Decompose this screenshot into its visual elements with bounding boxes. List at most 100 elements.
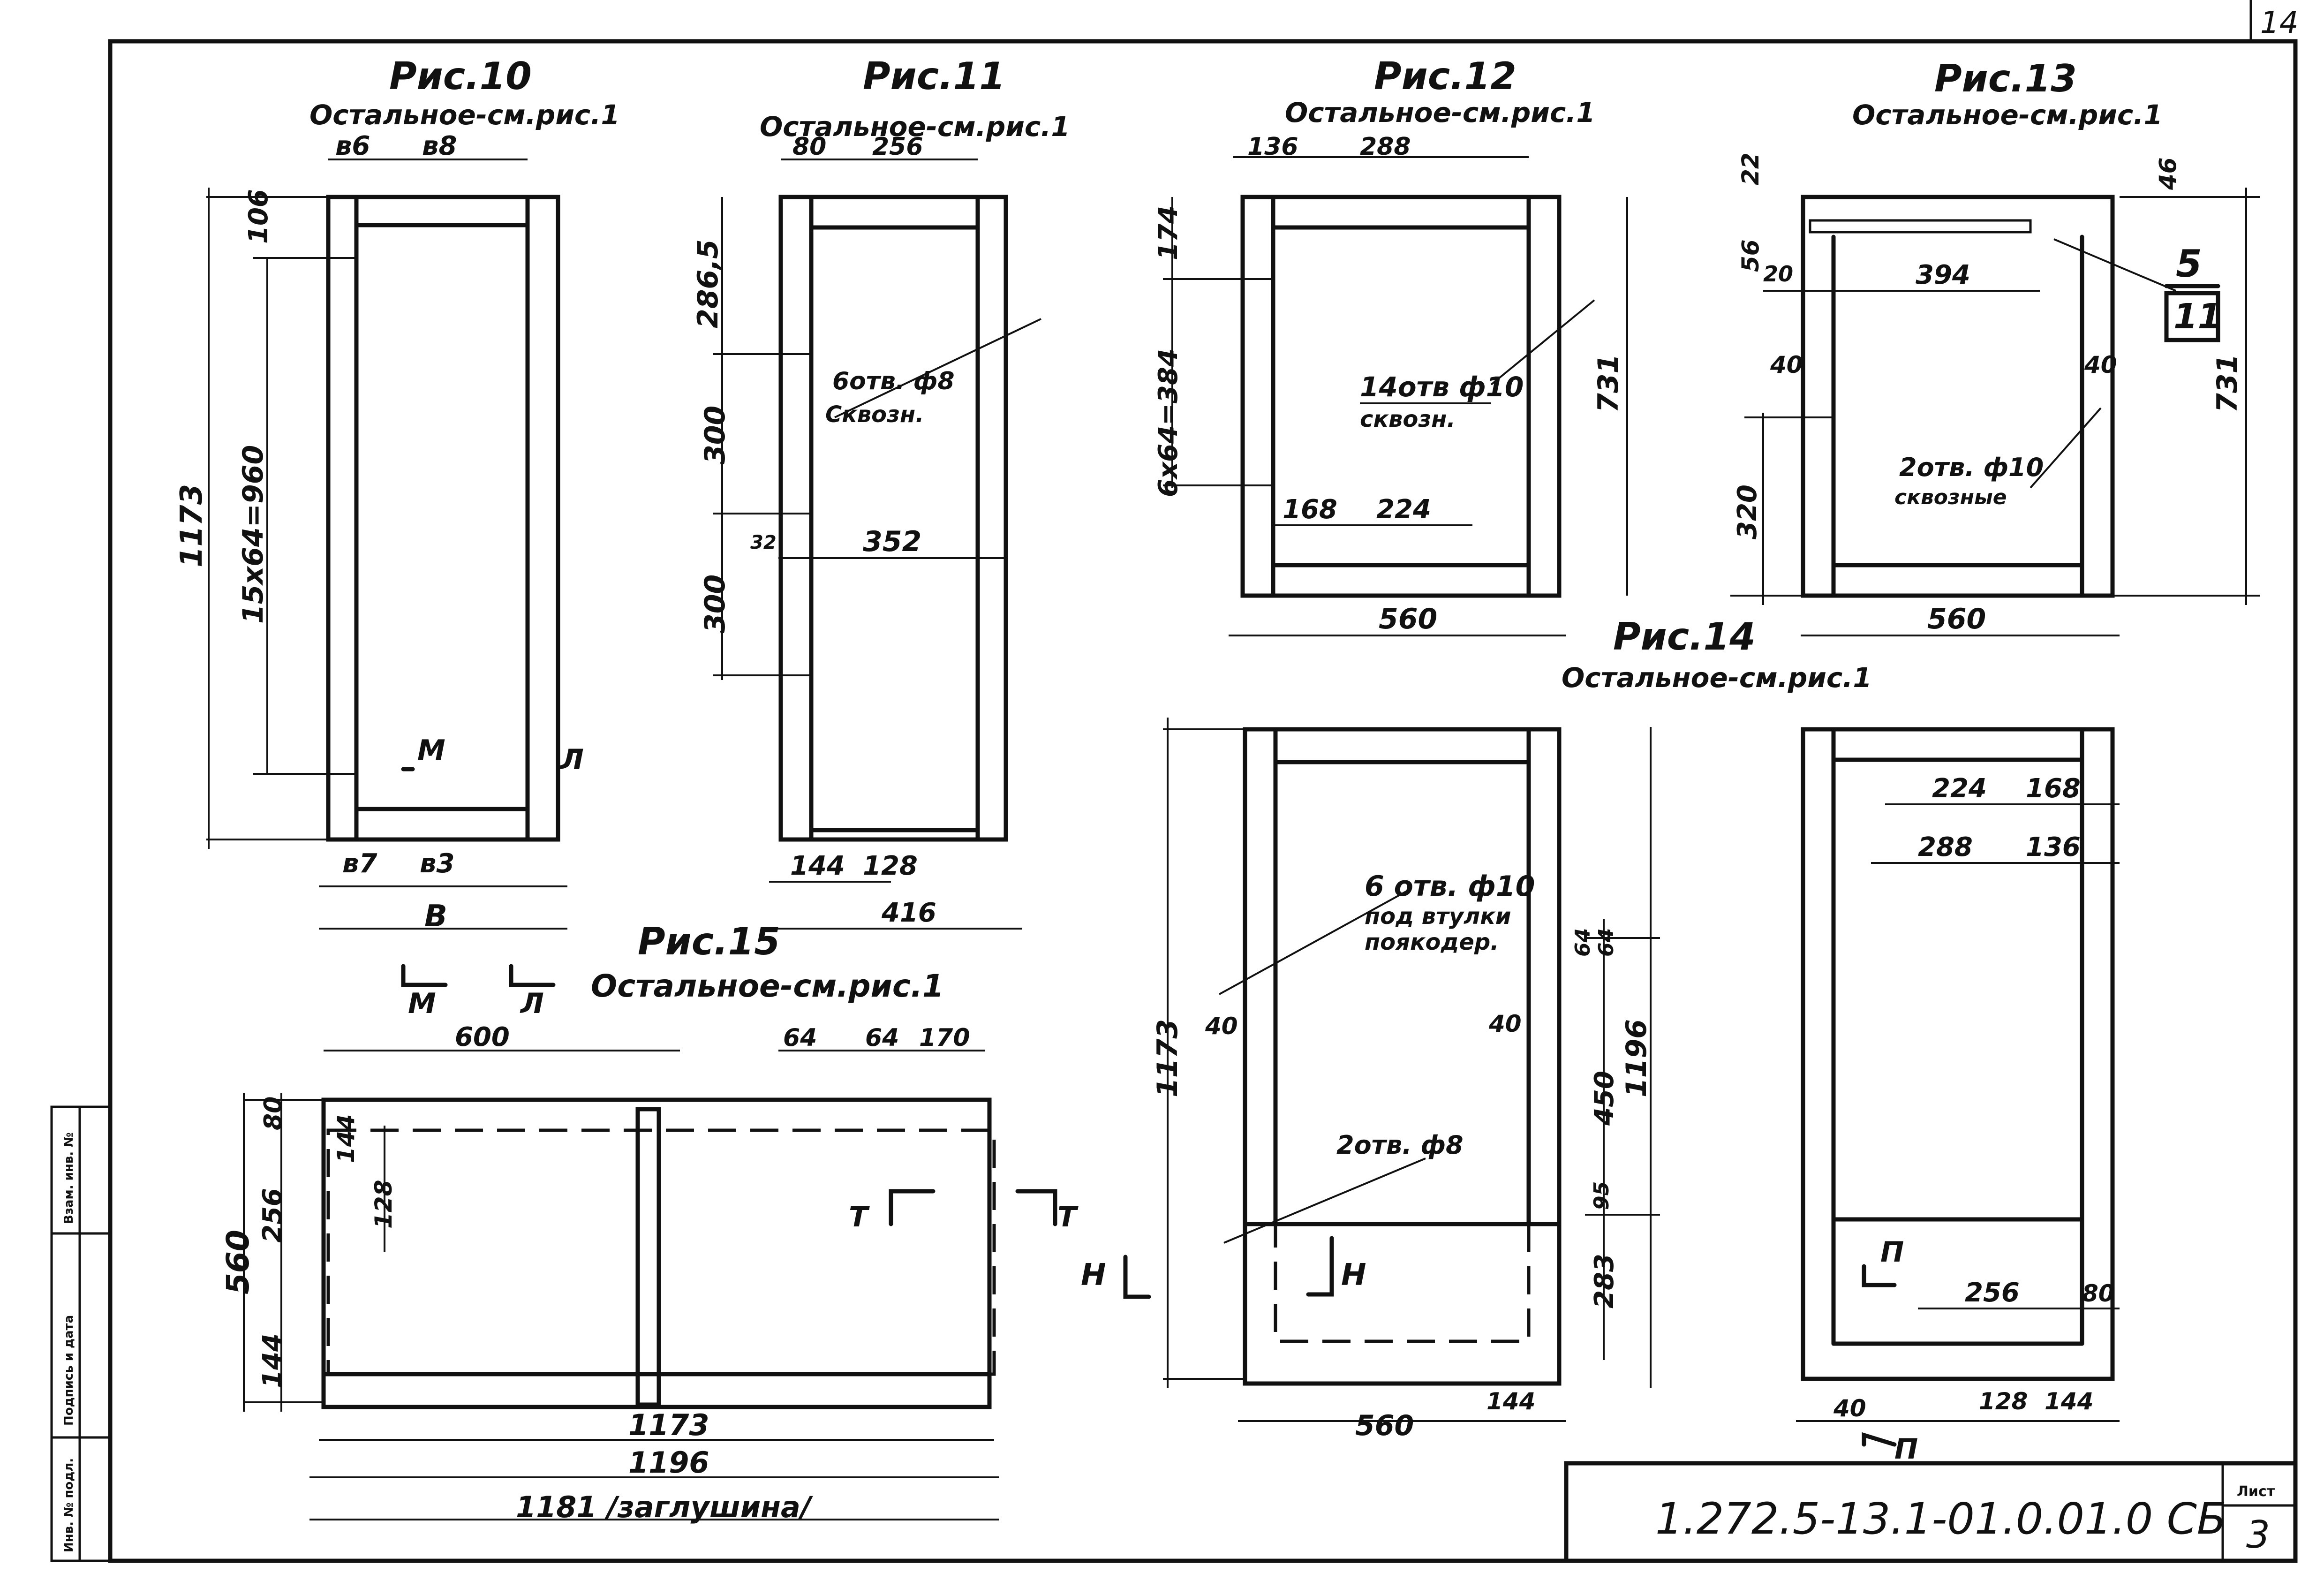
sheet-label: Лист: [2237, 1483, 2275, 1500]
fig15-mark-t2: Т: [1057, 1201, 1079, 1233]
fig14-dim-256: 256: [1965, 1278, 2020, 1308]
fig14-dim-1173: 1173: [1151, 1019, 1184, 1097]
side-stamp: Инв. № подл. Подпись и дата Взам. инв. №: [50, 1105, 112, 1562]
sheet-frame: 14: [108, 0, 2298, 1563]
fig13-dim-320: 320: [1732, 484, 1763, 539]
fig14-dim-1196: 1196: [1620, 1019, 1653, 1097]
fig14-dim-64a: 64: [1571, 928, 1595, 957]
fig13-dim-394: 394: [1916, 260, 1970, 290]
fig10-dim-b3: в3: [420, 848, 454, 879]
figure-11: Рис.11 Остальное-см.рис.1 80 256 286,5 3…: [692, 54, 1070, 930]
fig12-note-through: сквозн.: [1360, 406, 1456, 432]
fig12-dim-560: 560: [1379, 603, 1437, 635]
fig13-title: Рис.13: [1934, 57, 2077, 100]
fig10-dim-b7: в7: [342, 848, 377, 879]
fig11-dim-300b: 300: [699, 575, 732, 633]
fig12-dim-288: 288: [1360, 133, 1411, 161]
fig15-dim-1173: 1173: [628, 1408, 709, 1442]
fig15-dim-170: 170: [919, 1024, 970, 1052]
fig13-dim-20: 20: [1763, 261, 1793, 287]
stamp-signature-date: Подпись и дата: [62, 1315, 76, 1426]
fig14-note-a2: под втулки: [1365, 903, 1511, 930]
fig14-dim-288: 288: [1918, 832, 1973, 862]
fig15-dim-128: 128: [370, 1180, 397, 1229]
fig14-dim-168: 168: [2026, 773, 2081, 804]
fig15-subtitle: Остальное-см.рис.1: [591, 968, 944, 1004]
fig11-subtitle: Остальное-см.рис.1: [760, 111, 1070, 143]
fig14-mark-h2: Н: [1341, 1258, 1366, 1293]
fig13-subtitle: Остальное-см.рис.1: [1852, 99, 2163, 131]
fig10-mark-l: Л: [559, 743, 584, 776]
fig14-dim-450: 450: [1589, 1071, 1620, 1126]
fig11-dim-32: 32: [750, 532, 777, 553]
fig14-dim-136: 136: [2026, 832, 2081, 862]
fig10-dim-B: В: [424, 899, 447, 934]
fig14-dim-64b: 64: [1594, 928, 1618, 957]
fig13-dim-731: 731: [2211, 354, 2244, 413]
fig11-dim-352: 352: [863, 525, 921, 558]
fig14-dim-80: 80: [2082, 1280, 2115, 1307]
fig14-note-a3: поякодер.: [1365, 929, 1499, 955]
fig10-dim-15x64: 15х64=960: [237, 445, 270, 624]
fig11-dim-256: 256: [872, 133, 923, 161]
fig14-dim-40c: 40: [1833, 1395, 1866, 1422]
fig13-note-through: сквозные: [1894, 485, 2007, 509]
fig15-dim-1181: 1181 /заглушина/: [516, 1490, 813, 1524]
fig10-mark-m: М: [417, 734, 445, 767]
fig14-title: Рис.14: [1613, 615, 1756, 658]
fig15-mark-t1: Т: [849, 1201, 870, 1233]
figure-14: Рис.14 Остальное-см.рис.1 1173 40 64 64 …: [1081, 615, 2120, 1466]
fig15-view-m: М: [408, 987, 436, 1020]
fig14-mark-p2: П: [1894, 1433, 1918, 1466]
fig11-title: Рис.11: [863, 54, 1005, 98]
fig10-dim-1173: 1173: [174, 484, 209, 567]
fig15-dim-144b: 144: [257, 1333, 288, 1388]
fig11-dim-286: 286,5: [692, 239, 724, 328]
fig13-callout-pos: 5: [2176, 242, 2202, 286]
fig14-dim-144a: 144: [1486, 1388, 1535, 1415]
fig12-dim-136: 136: [1247, 133, 1298, 161]
fig14-note-b: 2отв. ф8: [1336, 1130, 1464, 1160]
fig13-dim-56: 56: [1737, 239, 1764, 272]
fig14-dim-128: 128: [1979, 1388, 2028, 1415]
fig15-dim-64a: 64: [783, 1024, 817, 1052]
fig12-title: Рис.12: [1374, 54, 1517, 98]
figure-12: Рис.12 Остальное-см.рис.1 136 288 174 6х…: [1153, 54, 1628, 636]
sheet-number: 3: [2246, 1513, 2270, 1557]
figure-13: Рис.13 Остальное-см.рис.1 22 46 56 20 39…: [1730, 57, 2260, 636]
fig14-dim-283: 283: [1589, 1254, 1620, 1308]
fig11-dim-300a: 300: [699, 406, 732, 464]
fig11-note-holes: 6отв. ф8: [832, 367, 955, 395]
fig10-title: Рис.10: [389, 54, 532, 98]
fig10-subtitle: Остальное-см.рис.1: [309, 99, 620, 131]
fig13-callout-sheet: 11: [2173, 296, 2222, 337]
fig11-dim-80: 80: [792, 133, 826, 161]
fig13-note-holes: 2отв. ф10: [1899, 453, 2044, 482]
fig15-dim-1196: 1196: [628, 1445, 709, 1480]
fig14-dim-560: 560: [1355, 1409, 1414, 1442]
fig15-dim-144a: 144: [332, 1114, 360, 1163]
fig11-dim-128: 128: [863, 851, 918, 881]
fig10-dim-106: 106: [243, 189, 274, 244]
fig12-dim-6x64: 6х64=384: [1153, 348, 1184, 497]
fig13-dim-22: 22: [1737, 152, 1764, 185]
fig12-subtitle: Остальное-см.рис.1: [1285, 97, 1595, 129]
fig12-note-holes: 14отв ф10: [1360, 371, 1524, 403]
title-block: 1.272.5-13.1-01.0.01.0 СБ Лист 3: [1564, 1461, 2298, 1563]
fig12-dim-731: 731: [1592, 354, 1625, 413]
fig12-dim-174: 174: [1153, 205, 1184, 260]
fig11-note-through: Сквозн.: [825, 401, 924, 428]
fig11-dim-416: 416: [881, 898, 936, 928]
fig13-dim-560: 560: [1927, 603, 1986, 635]
fig14-dim-144b: 144: [2045, 1388, 2093, 1415]
figure-15: Рис.15 Остальное-см.рис.1 М Л 600 64 64 …: [220, 920, 1079, 1524]
page-number: 14: [2260, 6, 2298, 40]
fig14-subtitle: Остальное-см.рис.1: [1562, 662, 1872, 694]
fig12-dim-224: 224: [1376, 494, 1431, 525]
fig12-dim-168: 168: [1283, 494, 1337, 525]
fig11-dim-144: 144: [790, 851, 845, 881]
fig13-dim-46: 46: [2154, 157, 2181, 190]
fig10-dim-b6: в6: [335, 131, 370, 161]
fig15-dim-256: 256: [257, 1188, 288, 1243]
fig14-note-a1: 6 отв. ф10: [1365, 870, 1535, 903]
